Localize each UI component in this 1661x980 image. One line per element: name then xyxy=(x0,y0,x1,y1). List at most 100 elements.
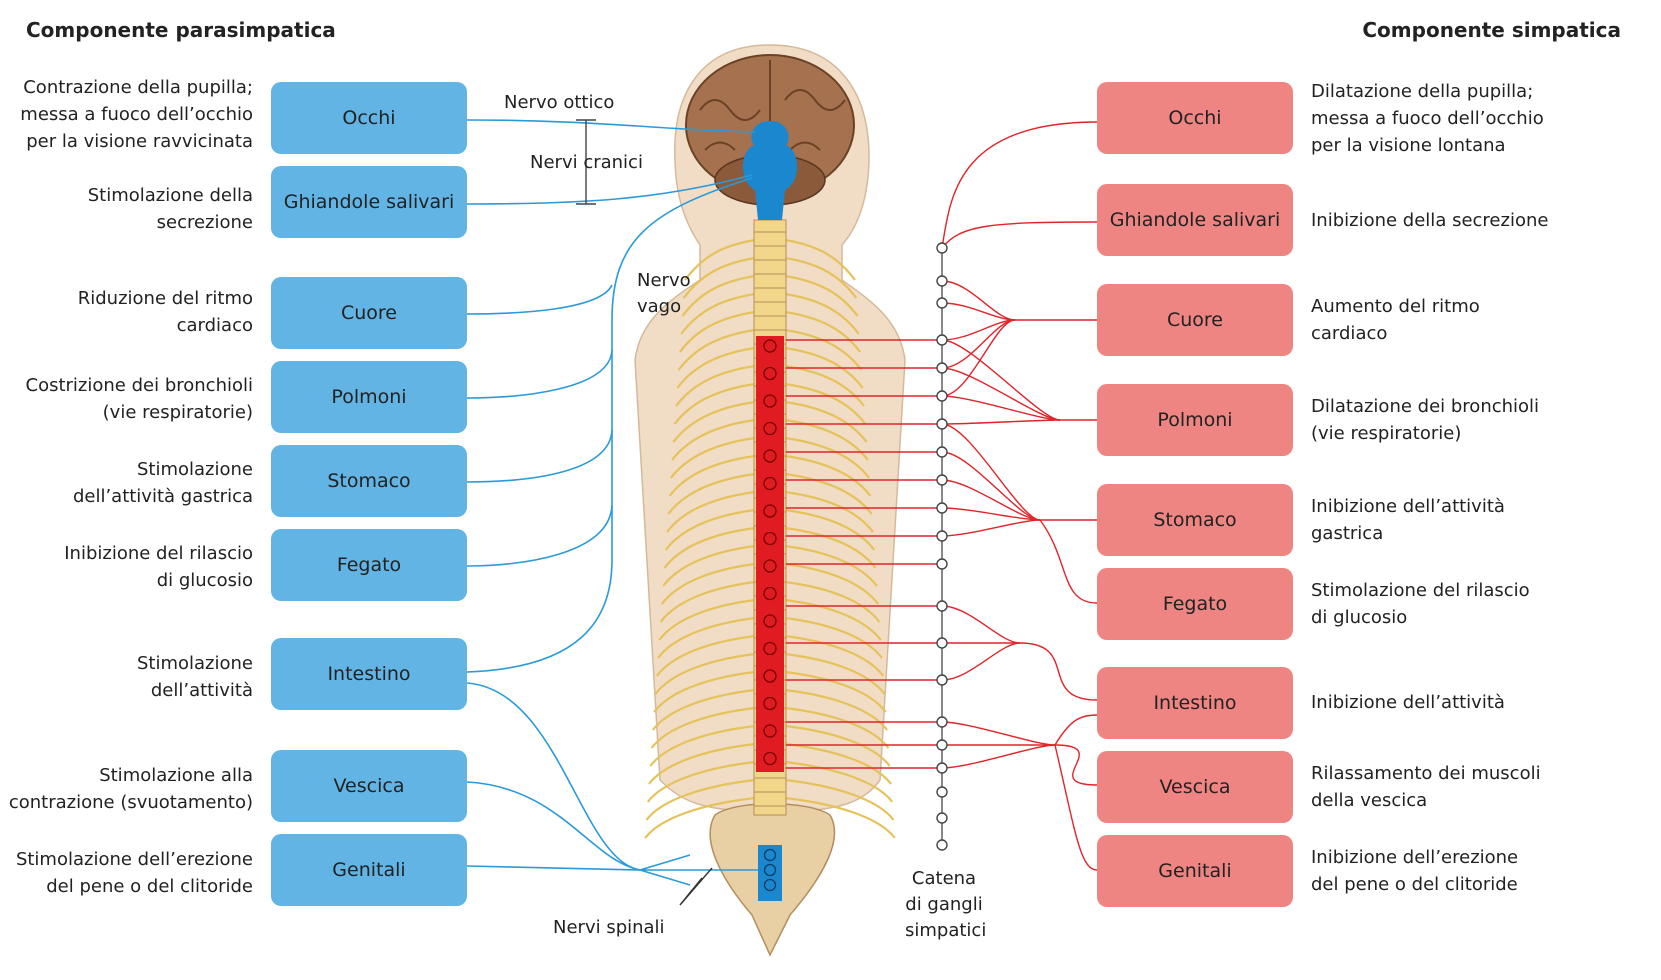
lungs-fiber xyxy=(941,367,1061,421)
optic-nerve-path xyxy=(466,119,756,133)
stomach-fiber xyxy=(941,423,1041,521)
nerve-fiber-right xyxy=(784,274,859,317)
symp-organ-intestine: Intestino xyxy=(1097,667,1293,739)
sacral-cord xyxy=(758,845,782,901)
nerve-fiber-right xyxy=(784,454,872,497)
symp-organ-lungs: Polmoni xyxy=(1097,384,1293,456)
sympathetic-ganglion xyxy=(936,674,948,686)
sympathetic-ganglion xyxy=(936,502,948,514)
sacral-segment-marker xyxy=(763,878,777,892)
nerve-fiber-left xyxy=(672,400,756,443)
spinal-cord-illustration xyxy=(634,44,906,957)
symp-organ-bladder: Vescica xyxy=(1097,751,1293,823)
sympathetic-ganglion xyxy=(936,334,948,346)
stomach-fiber xyxy=(941,519,1041,537)
spinal-nerves-pointer xyxy=(679,867,713,906)
para-organ-bladder: Vescica xyxy=(271,750,467,822)
symp-organ-heart: Cuore xyxy=(1097,284,1293,356)
nerve-fiber-right xyxy=(784,490,874,533)
vagus-stomach-branch xyxy=(466,429,613,483)
sympathetic-ganglion xyxy=(936,275,948,287)
sacral-segment-marker xyxy=(763,863,777,877)
genitals-path xyxy=(1054,744,1098,871)
nerve-fiber-left xyxy=(649,724,756,767)
cord-segment-marker xyxy=(763,559,777,573)
cord-segment-marker xyxy=(763,476,777,491)
vagus-liver-branch xyxy=(466,504,613,567)
heart-fiber xyxy=(941,319,1016,397)
para-effect-lungs: Costrizione dei bronchioli(vie respirato… xyxy=(25,375,253,423)
bladder-fiber xyxy=(941,721,1056,746)
sympathetic-ganglion xyxy=(936,530,948,542)
nerve-fiber-left xyxy=(655,634,756,677)
nerve-fiber-left xyxy=(682,256,756,299)
nerve-fiber-left xyxy=(669,436,756,479)
sympathetic-ganglion xyxy=(936,762,948,774)
sympathetic-ganglion xyxy=(936,558,948,570)
nerve-fiber-right xyxy=(784,526,877,569)
para-organ-genitals: Genitali xyxy=(271,834,467,906)
nerve-fiber-right xyxy=(784,616,883,659)
symp-organ-eyes: Occhi xyxy=(1097,82,1293,154)
spinal-nerves-label: Nervi spinali xyxy=(553,917,665,938)
nerve-fiber-right xyxy=(784,724,891,767)
sympathetic-ganglion xyxy=(936,839,948,851)
nerve-fiber-left xyxy=(681,274,756,317)
vagus-lungs-branch xyxy=(466,349,613,399)
pelvic-intestine-path xyxy=(466,682,641,871)
heart-fiber xyxy=(941,280,1016,321)
nerve-fiber-right xyxy=(784,256,858,299)
nerve-fiber-left xyxy=(668,454,756,497)
nerve-fiber-left xyxy=(680,292,756,335)
sympathetic-ganglion xyxy=(936,786,948,798)
nerve-fiber-right xyxy=(784,400,868,443)
nerve-fiber-right xyxy=(784,310,862,353)
nerve-fiber-left xyxy=(651,688,756,731)
nerve-fiber-left xyxy=(654,652,756,695)
cord-segment-marker xyxy=(763,641,777,656)
salivary-path xyxy=(941,221,1098,249)
cranial-nerves-label: Nervi cranici xyxy=(530,152,643,173)
sympathetic-ganglion xyxy=(936,446,948,458)
sympathetic-ganglion xyxy=(936,362,948,374)
nerve-fiber-right xyxy=(784,328,863,371)
sympathetic-ganglion xyxy=(936,812,948,824)
nerve-fiber-right xyxy=(784,418,869,461)
intestine-fiber xyxy=(941,605,1021,644)
para-organ-heart: Cuore xyxy=(271,277,467,349)
para-organ-stomach: Stomaco xyxy=(271,445,467,517)
nerve-fiber-left xyxy=(644,796,756,839)
symp-organ-stomach: Stomaco xyxy=(1097,484,1293,556)
stomach-fiber xyxy=(941,451,1041,521)
nerve-fiber-right xyxy=(784,544,878,587)
nerve-fiber-left xyxy=(663,526,756,569)
sympathetic-ganglion xyxy=(936,474,948,486)
sympathetic-ganglion xyxy=(936,739,948,751)
brainstem xyxy=(742,121,798,220)
cord-segment-marker xyxy=(763,614,777,628)
intestine-lower-path xyxy=(1054,714,1098,746)
nerve-fiber-right xyxy=(784,742,892,785)
nerve-fiber-right xyxy=(784,760,894,803)
symp-effect-eyes: Dilatazione della pupilla;messa a fuoco … xyxy=(1311,81,1544,156)
heart-fiber xyxy=(941,302,1016,321)
nerve-fiber-right xyxy=(784,382,867,425)
nerve-fiber-left xyxy=(666,490,756,533)
nerve-fiber-right xyxy=(784,508,876,551)
cord-segment-marker xyxy=(763,669,777,683)
symp-organ-liver: Fegato xyxy=(1097,568,1293,640)
heart-fiber xyxy=(941,319,1016,341)
nerve-fiber-right xyxy=(784,796,896,839)
cord-segment-marker xyxy=(763,696,777,711)
sympathetic-heading: Componente simpatica xyxy=(1362,18,1621,42)
nerve-fiber-left xyxy=(657,616,756,659)
cranial-bracket xyxy=(576,119,596,205)
